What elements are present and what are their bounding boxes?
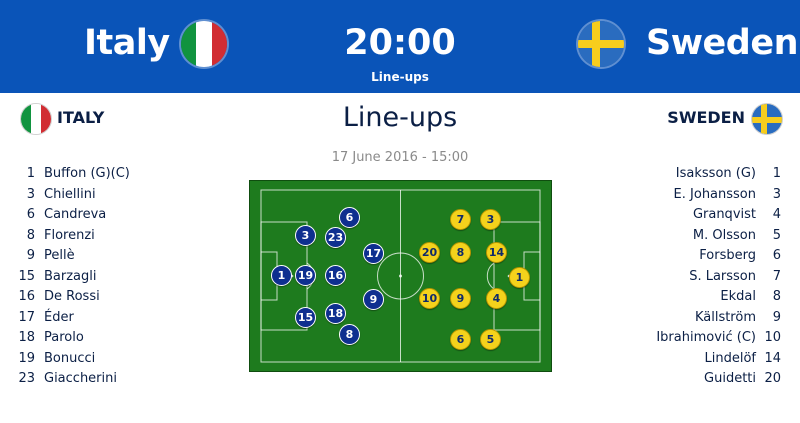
home-player-marker: 18 bbox=[325, 303, 346, 324]
match-header: Italy 20:00 Line-ups Sweden bbox=[0, 0, 800, 93]
home-player-marker: 8 bbox=[339, 324, 360, 345]
italy-flag-icon bbox=[20, 103, 52, 135]
away-player-marker: 4 bbox=[486, 288, 507, 309]
italy-flag-icon bbox=[181, 21, 227, 67]
away-team-name[interactable]: Sweden bbox=[646, 23, 799, 63]
away-player-marker: 14 bbox=[486, 242, 507, 263]
away-player-marker: 7 bbox=[450, 209, 471, 230]
home-player-marker: 16 bbox=[325, 265, 346, 286]
lineups-link[interactable]: Line-ups bbox=[371, 70, 429, 84]
home-player-marker: 3 bbox=[295, 225, 316, 246]
pitch-diagram: 1 19 3 16 15 23 18 6 17 9 8 1 14 4 8 9 2… bbox=[249, 180, 552, 372]
lineups-title: Line-ups bbox=[342, 102, 458, 133]
home-player-marker: 6 bbox=[339, 207, 360, 228]
home-player-marker: 17 bbox=[363, 243, 384, 264]
away-player-marker: 3 bbox=[480, 209, 501, 230]
away-player-marker: 10 bbox=[419, 288, 440, 309]
pitch-lines bbox=[260, 189, 541, 363]
home-player-marker: 23 bbox=[325, 227, 346, 248]
away-player-marker: 6 bbox=[450, 329, 471, 350]
home-lineup-label: ITALY bbox=[57, 108, 105, 127]
home-team-name[interactable]: Italy bbox=[84, 23, 170, 63]
away-player-marker: 5 bbox=[480, 329, 501, 350]
away-player-marker: 20 bbox=[419, 242, 440, 263]
list-item[interactable]: Isaksson (G)1 bbox=[675, 166, 781, 181]
sweden-flag-icon bbox=[751, 103, 783, 135]
home-player-marker: 15 bbox=[295, 307, 316, 328]
kickoff-time: 20:00 bbox=[344, 23, 456, 63]
home-player-marker: 19 bbox=[295, 265, 316, 286]
away-player-marker: 9 bbox=[450, 288, 471, 309]
home-player-marker: 1 bbox=[271, 265, 292, 286]
sweden-flag-icon bbox=[578, 21, 624, 67]
away-player-marker: 1 bbox=[509, 267, 530, 288]
away-player-marker: 8 bbox=[450, 242, 471, 263]
away-lineup-label: SWEDEN bbox=[667, 108, 745, 127]
list-item[interactable]: Ibrahimović (C)10 bbox=[656, 330, 781, 345]
home-player-marker: 9 bbox=[363, 289, 384, 310]
match-date: 17 June 2016 - 15:00 bbox=[331, 150, 469, 165]
